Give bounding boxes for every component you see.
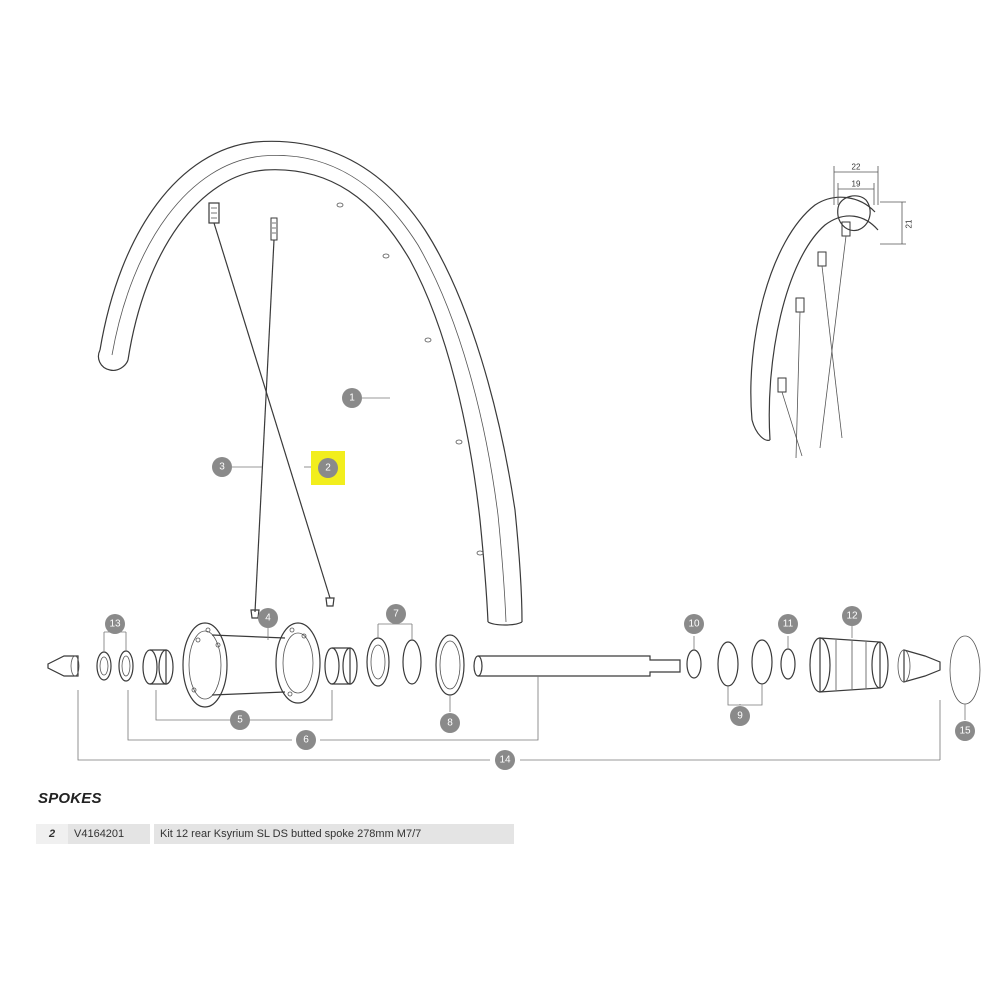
callout-15: 15 <box>955 721 975 741</box>
table-row: 2 V4164201 Kit 12 rear Ksyrium SL DS but… <box>36 824 514 844</box>
part-number-cell: 2 <box>36 824 68 844</box>
hub-assembly-drawing <box>47 622 981 708</box>
callout-2-highlighted: 2 <box>311 451 345 485</box>
section-title-spokes: SPOKES <box>38 790 102 807</box>
leader-lines <box>77 397 966 761</box>
spokes-drawing <box>208 202 335 619</box>
svg-text:2: 2 <box>325 463 331 474</box>
callout-13: 13 <box>105 614 125 634</box>
dim-height: 21 <box>905 219 914 228</box>
dim-inner-width: 19 <box>852 180 861 189</box>
callout-4: 4 <box>258 608 278 628</box>
svg-text:3: 3 <box>219 462 225 473</box>
rim-drawing <box>97 140 523 626</box>
svg-text:6: 6 <box>303 735 309 746</box>
parts-table: 2 V4164201 Kit 12 rear Ksyrium SL DS but… <box>36 824 514 844</box>
svg-text:1: 1 <box>349 393 355 404</box>
callout-1: 1 <box>342 388 362 408</box>
part-description-cell: Kit 12 rear Ksyrium SL DS butted spoke 2… <box>150 824 514 844</box>
svg-text:7: 7 <box>393 609 399 620</box>
svg-text:15: 15 <box>959 726 971 737</box>
svg-text:12: 12 <box>846 611 858 622</box>
svg-text:10: 10 <box>688 619 700 630</box>
callout-11: 11 <box>778 614 798 634</box>
callouts: 1 3 2 4 5 6 7 8 <box>105 388 975 770</box>
callout-7: 7 <box>386 604 406 624</box>
svg-text:13: 13 <box>109 619 121 630</box>
svg-text:8: 8 <box>447 718 453 729</box>
svg-text:5: 5 <box>237 715 243 726</box>
callout-5: 5 <box>230 710 250 730</box>
svg-text:11: 11 <box>783 619 794 630</box>
svg-text:4: 4 <box>265 613 271 624</box>
callout-12: 12 <box>842 606 862 626</box>
callout-6: 6 <box>296 730 316 750</box>
rim-section-inset: 22 19 21 <box>750 163 914 459</box>
svg-text:9: 9 <box>737 711 743 722</box>
callout-9: 9 <box>730 706 750 726</box>
callout-14: 14 <box>495 750 515 770</box>
callout-10: 10 <box>684 614 704 634</box>
dim-outer-width: 22 <box>852 163 861 172</box>
exploded-wheel-diagram: .ln { fill: none; stroke: #3a3a3a; strok… <box>47 140 981 770</box>
svg-text:14: 14 <box>499 755 511 766</box>
callout-8: 8 <box>440 713 460 733</box>
callout-3: 3 <box>212 457 232 477</box>
part-reference-cell: V4164201 <box>68 824 152 844</box>
